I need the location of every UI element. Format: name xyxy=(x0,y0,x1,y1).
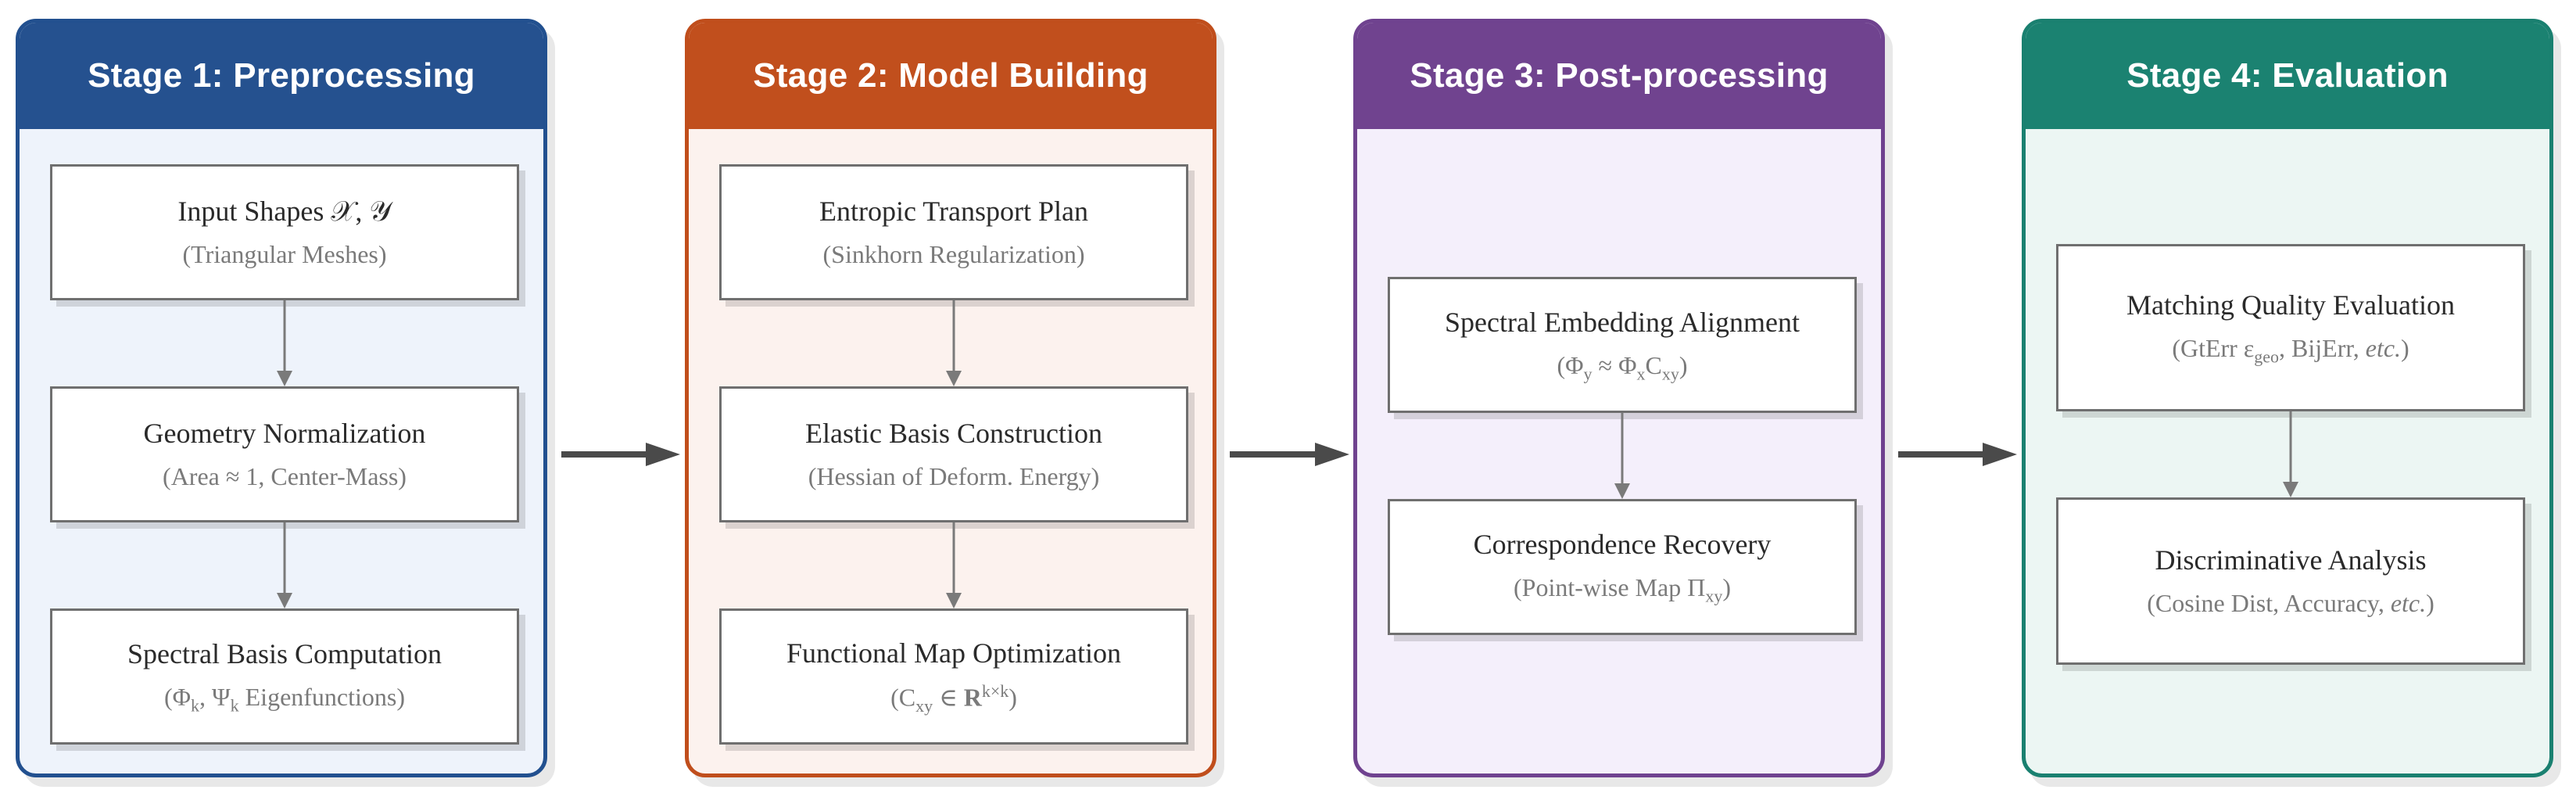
input-shapes-title: Input Shapes 𝒳, 𝒴 xyxy=(177,196,392,228)
input-shapes-subtitle: (Triangular Meshes) xyxy=(182,240,387,269)
stage-3-header: Stage 3: Post-processing xyxy=(1357,23,1881,129)
stage-2-header: Stage 2: Model Building xyxy=(689,23,1213,129)
discriminative-analysis-subtitle: (Cosine Dist, Accuracy, etc.) xyxy=(2147,589,2434,618)
discriminative-analysis-title: Discriminative Analysis xyxy=(2155,544,2427,576)
vertical-arrow xyxy=(277,522,292,608)
correspondence-recovery-title: Correspondence Recovery xyxy=(1473,528,1772,560)
vertical-arrow xyxy=(2283,411,2298,497)
stage-arrow-1-to-2 xyxy=(561,443,680,466)
spectral-basis-box: Spectral Basis Computation (Φk, Ψk Eigen… xyxy=(50,608,519,745)
correspondence-recovery-box: Correspondence Recovery (Point-wise Map … xyxy=(1388,499,1857,635)
entropic-transport-subtitle: (Sinkhorn Regularization) xyxy=(822,240,1085,269)
correspondence-recovery-subtitle: (Point-wise Map Πxy) xyxy=(1514,572,1731,606)
vertical-arrow xyxy=(946,300,962,386)
discriminative-analysis-box: Discriminative Analysis (Cosine Dist, Ac… xyxy=(2056,497,2525,665)
spectral-embedding-box: Spectral Embedding Alignment (Φy ≈ ΦxCxy… xyxy=(1388,277,1857,413)
stage-4-header: Stage 4: Evaluation xyxy=(2026,23,2549,129)
spectral-basis-title: Spectral Basis Computation xyxy=(127,637,442,669)
functional-map-box: Functional Map Optimization (Cxy ∈ Rk×k) xyxy=(719,608,1188,745)
elastic-basis-box: Elastic Basis Construction (Hessian of D… xyxy=(719,386,1188,522)
geometry-normalization-box: Geometry Normalization (Area ≈ 1, Center… xyxy=(50,386,519,522)
matching-quality-title: Matching Quality Evaluation xyxy=(2126,289,2455,321)
geometry-normalization-subtitle: (Area ≈ 1, Center-Mass) xyxy=(163,462,407,491)
matching-quality-box: Matching Quality Evaluation (GtErr εgeo,… xyxy=(2056,244,2525,411)
functional-map-title: Functional Map Optimization xyxy=(786,637,1121,669)
vertical-arrow xyxy=(946,522,962,608)
entropic-transport-title: Entropic Transport Plan xyxy=(819,196,1088,228)
stage-arrow-2-to-3 xyxy=(1230,443,1349,466)
input-shapes-box: Input Shapes 𝒳, 𝒴 (Triangular Meshes) xyxy=(50,164,519,300)
stage-1-header: Stage 1: Preprocessing xyxy=(20,23,543,129)
matching-quality-subtitle: (GtErr εgeo, BijErr, etc.) xyxy=(2172,333,2409,367)
stage-arrow-3-to-4 xyxy=(1898,443,2017,466)
geometry-normalization-title: Geometry Normalization xyxy=(143,418,426,450)
vertical-arrow xyxy=(1614,413,1630,499)
elastic-basis-subtitle: (Hessian of Deform. Energy) xyxy=(808,462,1100,491)
vertical-arrow xyxy=(277,300,292,386)
functional-map-subtitle: (Cxy ∈ Rk×k) xyxy=(890,680,1017,716)
spectral-embedding-subtitle: (Φy ≈ ΦxCxy) xyxy=(1557,350,1688,384)
spectral-basis-subtitle: (Φk, Ψk Eigenfunctions) xyxy=(163,682,406,716)
elastic-basis-title: Elastic Basis Construction xyxy=(805,418,1102,450)
spectral-embedding-title: Spectral Embedding Alignment xyxy=(1445,306,1800,338)
entropic-transport-box: Entropic Transport Plan (Sinkhorn Regula… xyxy=(719,164,1188,300)
